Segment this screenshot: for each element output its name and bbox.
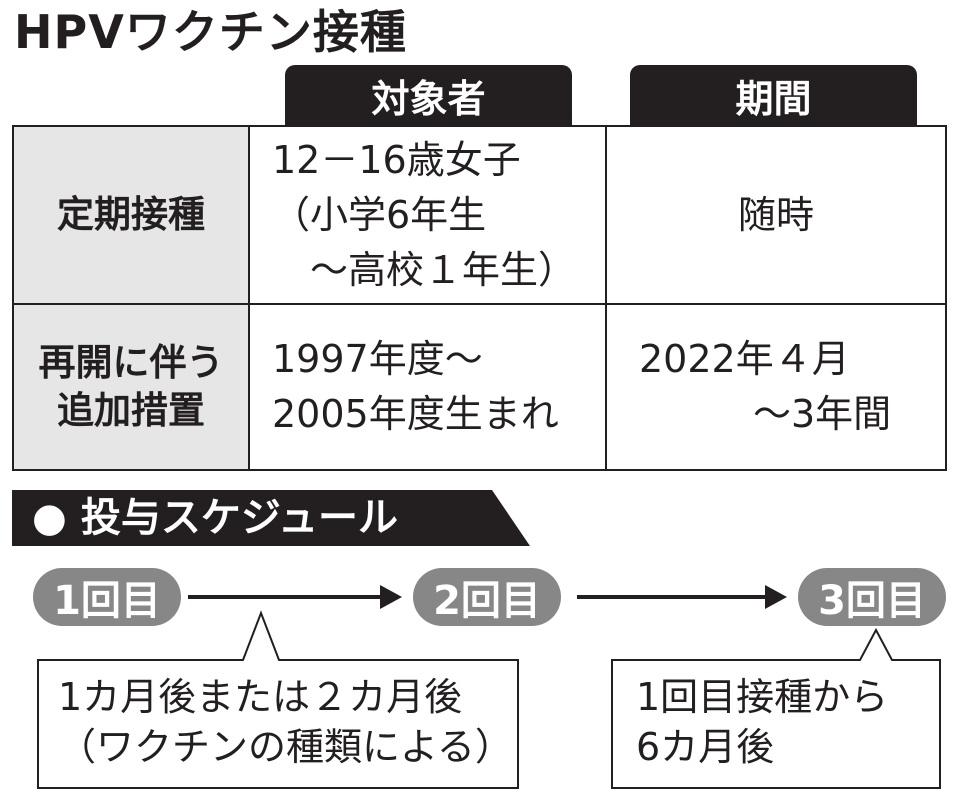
arrow-dose2-to-dose3 [577, 585, 787, 609]
callout-note-interval: 1カ月後または２カ月後 （ワクチンの種類による） [58, 675, 513, 769]
row-header-additional-label: 再開に伴う 追加措置 [38, 341, 224, 432]
dose-1-badge: 1回目 [33, 568, 181, 626]
cell-period-additional-text: 2022年４月 ～3年間 [639, 337, 892, 436]
dose-2-badge: 2回目 [413, 568, 561, 626]
cell-target-additional-text: 1997年度～ 2005年度生まれ [272, 337, 559, 436]
cell-target-regular-text: 12－16歳女子 （小学6年生 ～高校１年生） [272, 137, 577, 292]
row-header-regular-label: 定期接種 [57, 193, 205, 236]
schedule-heading: ● 投与スケジュール [12, 490, 530, 546]
row-header-additional: 再開に伴う 追加措置 [14, 305, 250, 469]
dose-3-badge: 3回目 [798, 568, 946, 626]
cell-target-additional: 1997年度～ 2005年度生まれ [250, 305, 607, 469]
cell-target-regular: 12－16歳女子 （小学6年生 ～高校１年生） [250, 127, 607, 305]
arrow-dose1-to-dose2 [188, 585, 402, 609]
callout-box-2 [611, 627, 941, 789]
callout-note-third-dose: 1回目接種から 6カ月後 [636, 675, 889, 769]
callout-box-1 [37, 610, 519, 789]
column-header-target: 対象者 [285, 65, 572, 125]
cell-period-regular-text: 随時 [737, 192, 814, 237]
row-header-regular: 定期接種 [14, 127, 250, 305]
column-header-period: 期間 [630, 65, 917, 125]
schedule-table: 定期接種 12－16歳女子 （小学6年生 ～高校１年生） 随時 再開に伴う 追加… [12, 125, 947, 471]
cell-period-regular: 随時 [607, 127, 945, 305]
page-title: HPVワクチン接種 [14, 5, 407, 59]
cell-period-additional: 2022年４月 ～3年間 [607, 305, 945, 469]
